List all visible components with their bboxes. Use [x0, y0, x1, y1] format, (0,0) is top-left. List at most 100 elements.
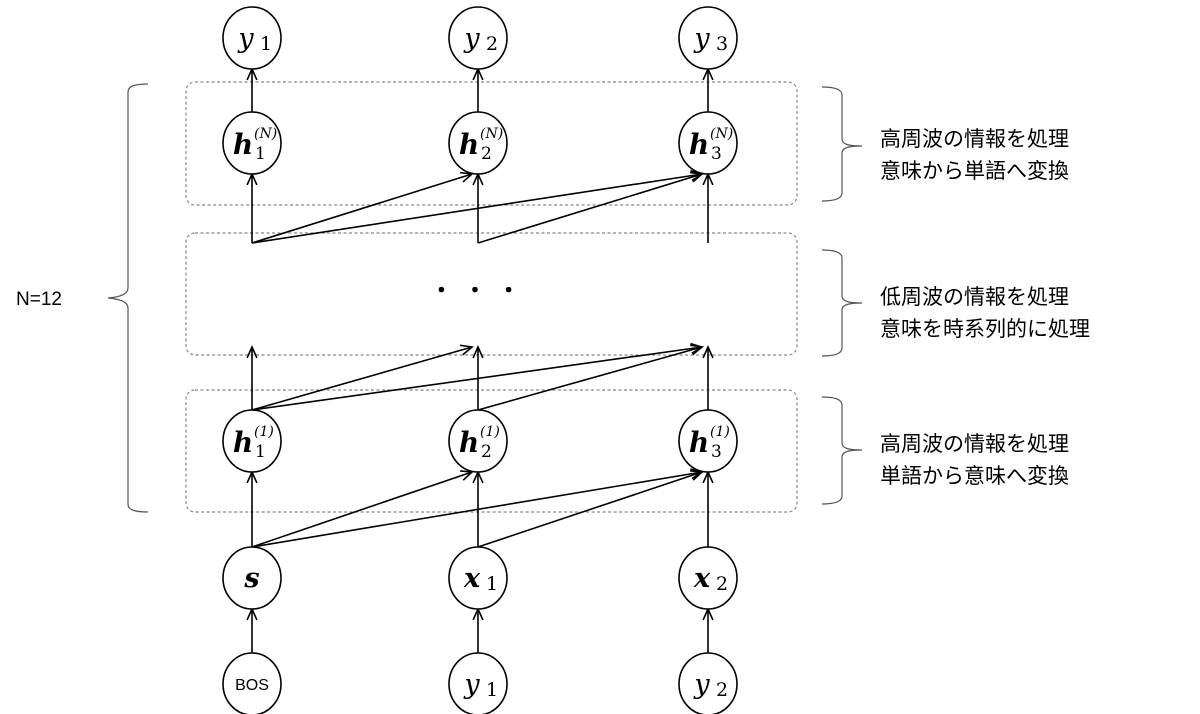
node-symbol: h: [459, 128, 479, 161]
node-circle: [448, 409, 508, 473]
node-symbol: s: [243, 563, 259, 594]
node-superscript: (1): [480, 424, 500, 440]
edge-embedding-1-to-h1-1: [246, 470, 258, 547]
edge-embedding-3-to-h1-3: [702, 470, 714, 547]
node-symbol: h: [689, 128, 709, 161]
edge-h1-1-to-middle-1: [246, 345, 258, 410]
right-brace-top: [821, 86, 863, 202]
node-symbol: x: [463, 563, 481, 594]
node-circle: [448, 652, 508, 714]
node-symbol: h: [689, 426, 709, 459]
node-subscript: 3: [711, 442, 722, 462]
node-circle: [448, 546, 508, 610]
arrowhead: [690, 344, 704, 356]
node-symbol: y: [693, 23, 710, 54]
edge-hN-to-output-1: [246, 67, 258, 112]
arrowhead: [472, 345, 484, 359]
edge-h1-3-to-middle-3: [702, 345, 714, 410]
right-brace-bottom: [821, 396, 863, 505]
node-circle: [678, 546, 738, 610]
edge-hN-to-output-2: [472, 67, 484, 112]
edge-h1-2-to-middle-2: [472, 345, 484, 410]
edges: [246, 67, 714, 653]
node-symbol: h: [459, 426, 479, 459]
annotation-top-line2: 意味から単語へ変換: [880, 160, 1069, 183]
node-superscript: (1): [254, 424, 274, 440]
node-circle: [222, 111, 282, 175]
node-circle: [222, 546, 282, 610]
node-subscript: 1: [486, 679, 498, 701]
node-superscript: (N): [480, 126, 503, 142]
embedding-node-1: s: [222, 546, 282, 610]
annotation-middle: 低周波の情報を処理 意味を時系列的に処理: [880, 286, 1090, 341]
edge-middle-1-to-hN-1: [246, 172, 258, 243]
node-subscript: 1: [260, 33, 272, 55]
node-circle: [448, 111, 508, 175]
node-subscript: 2: [481, 144, 492, 164]
edge-embedding-1-to-h1-2: [251, 470, 474, 548]
node-circle: [678, 111, 738, 175]
edge-embedding-2-to-h1-3: [477, 470, 704, 548]
node-subscript: 2: [716, 573, 728, 595]
node-subscript: 3: [716, 33, 728, 55]
annotation-top-line1: 高周波の情報を処理: [880, 128, 1069, 151]
node-symbol: h: [233, 128, 253, 161]
edge-middle-3-to-hN-3: [702, 172, 714, 243]
edge-middle-1-to-hN-3: [251, 170, 704, 244]
node-subscript: 1: [255, 442, 266, 462]
edge-input-to-embedding-1: [246, 607, 258, 653]
node-circle: [678, 6, 738, 70]
node-superscript: (N): [254, 126, 277, 142]
edge-embedding-1-to-h1-3: [251, 468, 704, 548]
edge-h1-2-to-middle-3: [477, 344, 704, 411]
input-node-1: BOS: [222, 652, 282, 714]
node-subscript: 3: [711, 144, 722, 164]
edge-h1-1-to-middle-2: [251, 344, 474, 411]
left-brace: [107, 83, 149, 513]
node-circle: [448, 6, 508, 70]
annotation-bottom: 高周波の情報を処理 単語から意味へ変換: [880, 433, 1069, 488]
node-label: BOS: [235, 677, 269, 694]
node-superscript: (N): [710, 126, 733, 142]
node-subscript: 2: [716, 679, 728, 701]
node-subscript: 2: [486, 33, 498, 55]
arrowhead: [702, 345, 714, 359]
node-circle: [222, 6, 282, 70]
edge-hN-to-output-3: [702, 67, 714, 112]
node-symbol: x: [693, 563, 711, 594]
annotation-middle-line1: 低周波の情報を処理: [880, 286, 1069, 309]
node-superscript: (1): [710, 424, 730, 440]
edge-input-to-embedding-3: [702, 607, 714, 653]
right-brace-middle: [821, 249, 863, 357]
node-symbol: y: [693, 669, 710, 700]
node-symbol: y: [463, 669, 480, 700]
node-subscript: 2: [481, 442, 492, 462]
node-symbol: y: [237, 23, 254, 54]
layers-count-label: N=12: [16, 289, 62, 310]
annotation-bottom-line2: 単語から意味へ変換: [880, 465, 1069, 488]
arrowhead: [246, 345, 258, 359]
node-subscript: 1: [255, 144, 266, 164]
edge-input-to-embedding-2: [472, 607, 484, 653]
ellipsis: ・ ・ ・: [430, 279, 521, 304]
annotation-middle-line2: 意味を時系列的に処理: [880, 318, 1090, 341]
node-circle: [678, 409, 738, 473]
arrowhead: [460, 344, 474, 356]
node-symbol: h: [233, 426, 253, 459]
node-symbol: y: [463, 23, 480, 54]
